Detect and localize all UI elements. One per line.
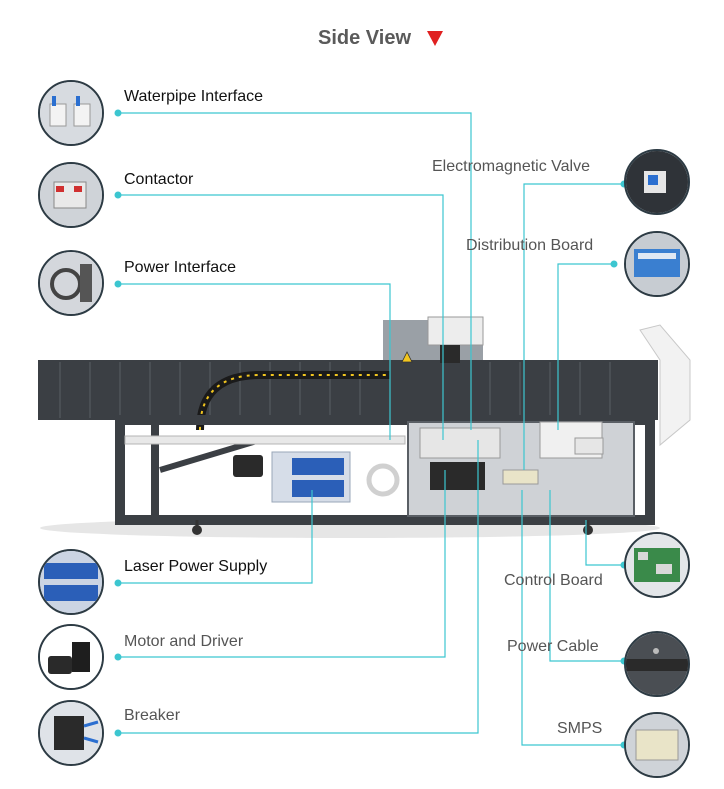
- leader-dot-distribution-board: [610, 260, 618, 268]
- page-title: Side View: [318, 27, 412, 49]
- laser-power-supply-thumbnail: [38, 549, 104, 615]
- distribution-board-thumbnail: [624, 231, 690, 297]
- leader-line-waterpipe-interface: [118, 112, 472, 430]
- power-interface-thumbnail: [38, 250, 104, 316]
- label-electromagnetic-valve: Electromagnetic Valve: [432, 158, 590, 175]
- electromagnetic-valve-thumbnail: [624, 149, 690, 215]
- smps-thumbnail: [624, 712, 690, 778]
- leader-dot-waterpipe-interface: [114, 109, 122, 117]
- breaker-thumbnail: [38, 700, 104, 766]
- leader-line-smps: [521, 490, 624, 746]
- leader-line-laser-power-supply: [118, 490, 313, 584]
- control-board-thumbnail: [624, 532, 690, 598]
- label-power-cable: Power Cable: [507, 638, 599, 655]
- label-smps: SMPS: [557, 720, 603, 737]
- leader-dot-breaker: [114, 729, 122, 737]
- label-distribution-board: Distribution Board: [466, 237, 594, 254]
- label-waterpipe-interface: Waterpipe Interface: [124, 88, 264, 105]
- leader-dot-contactor: [114, 191, 122, 199]
- leader-line-distribution-board: [557, 263, 614, 430]
- down-arrow-icon: [427, 31, 443, 46]
- label-control-board: Control Board: [504, 572, 603, 589]
- leader-line-electromagnetic-valve: [523, 183, 624, 470]
- leader-dot-laser-power-supply: [114, 579, 122, 587]
- leader-line-breaker: [118, 440, 479, 734]
- leader-line-power-cable: [549, 490, 624, 662]
- contactor-thumbnail: [38, 162, 104, 228]
- waterpipe-interface-thumbnail: [38, 80, 104, 146]
- leader-line-contactor: [118, 194, 444, 440]
- label-motor-and-driver: Motor and Driver: [124, 633, 244, 650]
- leader-dot-power-interface: [114, 280, 122, 288]
- leader-line-control-board: [585, 520, 624, 566]
- power-cable-thumbnail: [624, 631, 690, 697]
- label-breaker: Breaker: [124, 707, 181, 724]
- label-contactor: Contactor: [124, 171, 194, 188]
- motor-and-driver-thumbnail: [38, 624, 104, 690]
- label-power-interface: Power Interface: [124, 259, 237, 276]
- label-laser-power-supply: Laser Power Supply: [124, 558, 268, 575]
- leader-dot-motor-and-driver: [114, 653, 122, 661]
- leader-line-motor-and-driver: [118, 470, 446, 658]
- leader-line-power-interface: [118, 283, 391, 440]
